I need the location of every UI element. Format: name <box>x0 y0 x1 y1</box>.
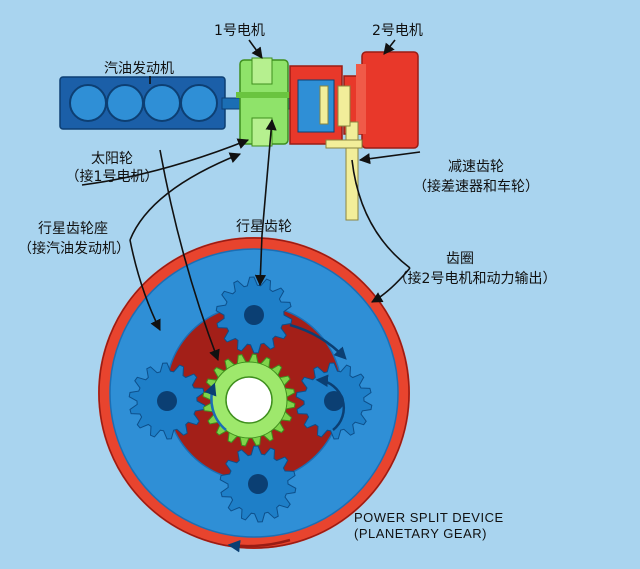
device-title-line-1: POWER SPLIT DEVICE <box>354 510 504 525</box>
planet-gears <box>128 276 373 523</box>
planet-gear-left <box>128 362 206 440</box>
cylinder-icon <box>143 84 181 122</box>
pointer-arrows <box>81 39 421 362</box>
ring-gear-label: 齿圈 <box>446 251 474 267</box>
cylinder-icon <box>106 84 144 122</box>
motor-1-label: 1号电机 <box>214 23 265 39</box>
planet-gear-top <box>215 276 293 354</box>
sun-gear-note: （接1号电机） <box>65 169 159 185</box>
motor-2-label: 2号电机 <box>372 23 423 39</box>
ring-gear-body <box>98 237 410 549</box>
sun-gear-label: 太阳轮 <box>91 151 133 167</box>
carrier-label: 行星齿轮座 <box>38 221 108 237</box>
rotation-arrows <box>204 323 347 553</box>
ring-gear-note: （接2号电机和动力输出） <box>393 271 557 287</box>
planet-gear-label: 行星齿轮 <box>236 219 292 235</box>
planet-gear-right <box>295 362 373 440</box>
engine-label: 汽油发动机 <box>104 61 174 77</box>
sun-gear <box>202 353 296 447</box>
ring-gear-outline <box>98 237 410 549</box>
sun-gear-hub <box>225 376 273 424</box>
cylinder-icon <box>69 84 107 122</box>
planet-gear-bottom <box>219 445 297 523</box>
reduction-gear-label: 减速齿轮 <box>448 159 504 175</box>
reduction-gear <box>325 85 363 221</box>
gasoline-engine <box>59 76 226 130</box>
gear-housing <box>289 65 343 145</box>
device-title-line-2: (PLANETARY GEAR) <box>354 526 487 541</box>
cylinder-icon <box>180 84 218 122</box>
reduction-gear-note: （接差速器和车轮） <box>413 179 539 195</box>
carrier-note: （接汽油发动机） <box>18 241 130 257</box>
